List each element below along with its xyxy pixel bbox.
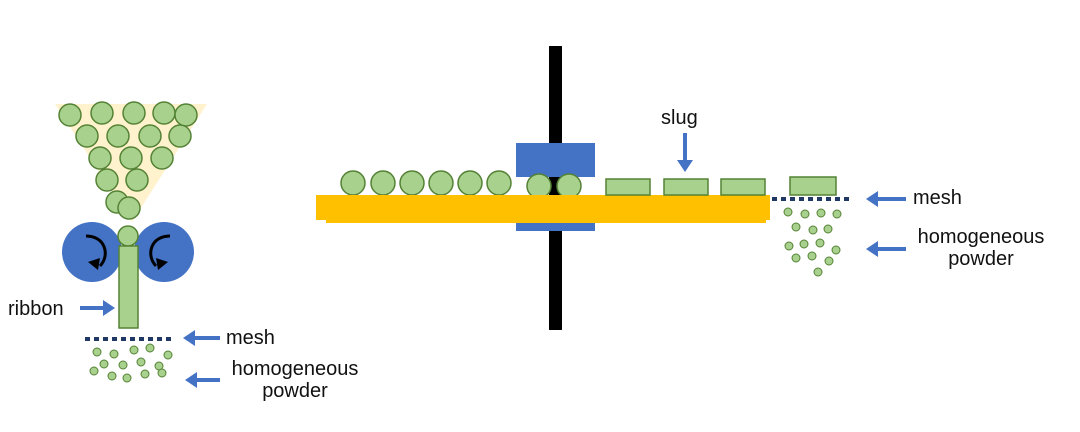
left-roller-arrowhead-icon <box>88 258 100 270</box>
slug <box>720 178 766 196</box>
powder-particle <box>813 267 823 277</box>
powder-particle <box>791 253 801 263</box>
powder-particle <box>136 357 146 367</box>
right-powder-arrow-icon <box>866 241 906 257</box>
roller-compaction-section <box>55 101 220 388</box>
left-powder-label: homogeneous powder <box>220 358 370 402</box>
powder-particle <box>783 207 793 217</box>
slug-on-mesh <box>789 176 837 196</box>
left-roller-rotation-icon <box>85 234 107 268</box>
powder-particle <box>92 347 102 357</box>
nip-particle <box>117 225 139 247</box>
ribbon-label: ribbon <box>8 298 64 320</box>
powder-particle <box>157 368 167 378</box>
powder-particle <box>784 241 794 251</box>
powder-particle <box>824 256 834 266</box>
powder-particle <box>800 209 810 219</box>
right-powder-particles <box>783 207 842 277</box>
powder-particle <box>122 373 132 383</box>
powder-particle <box>815 238 825 248</box>
powder-particle <box>99 359 109 369</box>
powder-particle <box>89 366 99 376</box>
powder-particle <box>118 360 128 370</box>
arrow-head <box>183 330 195 346</box>
left-powder-arrow-icon <box>185 372 220 388</box>
slugs <box>605 178 766 196</box>
right-roller-arrowhead-icon <box>156 258 168 270</box>
hopper-particle <box>95 168 119 192</box>
hopper-particle <box>117 196 141 220</box>
feed-particle <box>457 170 483 196</box>
feed-particle <box>370 170 396 196</box>
hopper-particle <box>150 146 174 170</box>
powder-particle <box>129 345 139 355</box>
powder-particle <box>799 239 809 249</box>
slug <box>605 178 651 196</box>
hopper-particle <box>58 103 82 127</box>
arrow-head <box>866 191 878 207</box>
powder-particle <box>816 208 826 218</box>
hopper-particle <box>119 146 143 170</box>
powder-particle <box>140 369 150 379</box>
right-mesh-arrow-icon <box>866 191 906 207</box>
left-powder-particles <box>89 343 173 383</box>
left-powder-label-line2: powder <box>262 380 328 402</box>
feed-particle <box>340 170 366 196</box>
right-powder-label-line2: powder <box>948 248 1014 270</box>
hopper-particle <box>75 124 99 148</box>
powder-particle <box>831 245 841 255</box>
feed-particle <box>556 173 582 199</box>
hopper-particle <box>90 101 114 125</box>
left-mesh-label: mesh <box>226 327 275 349</box>
slugging-section <box>316 46 906 330</box>
arrow-head <box>866 241 878 257</box>
feed-particles <box>340 170 582 199</box>
powder-particle <box>807 251 817 261</box>
right-mesh-label: mesh <box>913 187 962 209</box>
hopper-particle <box>152 101 176 125</box>
right-roller-rotation-icon <box>149 234 171 268</box>
lower-punch <box>516 221 595 231</box>
powder-particle <box>109 349 119 359</box>
press-shaft <box>549 46 562 330</box>
powder-particle <box>145 343 155 353</box>
hopper-particles <box>58 101 198 220</box>
left-roller <box>62 222 122 282</box>
left-mesh-arrow-icon <box>183 330 220 346</box>
upper-punch <box>516 143 595 177</box>
right-powder-label: homogeneous powder <box>906 226 1056 270</box>
hopper-particle <box>88 146 112 170</box>
powder-particle <box>791 222 801 232</box>
left-powder-label-line1: homogeneous <box>231 358 359 380</box>
powder-particle <box>808 225 818 235</box>
feed-particle <box>399 170 425 196</box>
powder-particle <box>832 209 842 219</box>
arrow-head <box>677 160 693 172</box>
slug-arrow-icon <box>677 133 693 172</box>
slug <box>663 178 709 196</box>
arrow-head <box>103 300 115 316</box>
right-roller <box>134 222 194 282</box>
feed-particle <box>486 170 512 196</box>
powder-particle <box>163 350 173 360</box>
hopper-particle <box>138 124 162 148</box>
hopper-particle <box>174 103 198 127</box>
ribbon <box>118 245 139 329</box>
conveyor-belt-shadow <box>326 215 766 223</box>
feed-particle <box>428 170 454 196</box>
hopper-particle <box>168 124 192 148</box>
powder-particle <box>107 371 117 381</box>
right-powder-label-line1: homogeneous <box>917 226 1045 248</box>
hopper-particle <box>122 101 146 125</box>
slug-label: slug <box>661 107 698 129</box>
hopper-particle <box>125 168 149 192</box>
powder-particle <box>823 224 833 234</box>
arrow-head <box>185 372 197 388</box>
hopper-particle <box>106 124 130 148</box>
ribbon-arrow-icon <box>80 300 115 316</box>
feed-particle <box>526 173 552 199</box>
